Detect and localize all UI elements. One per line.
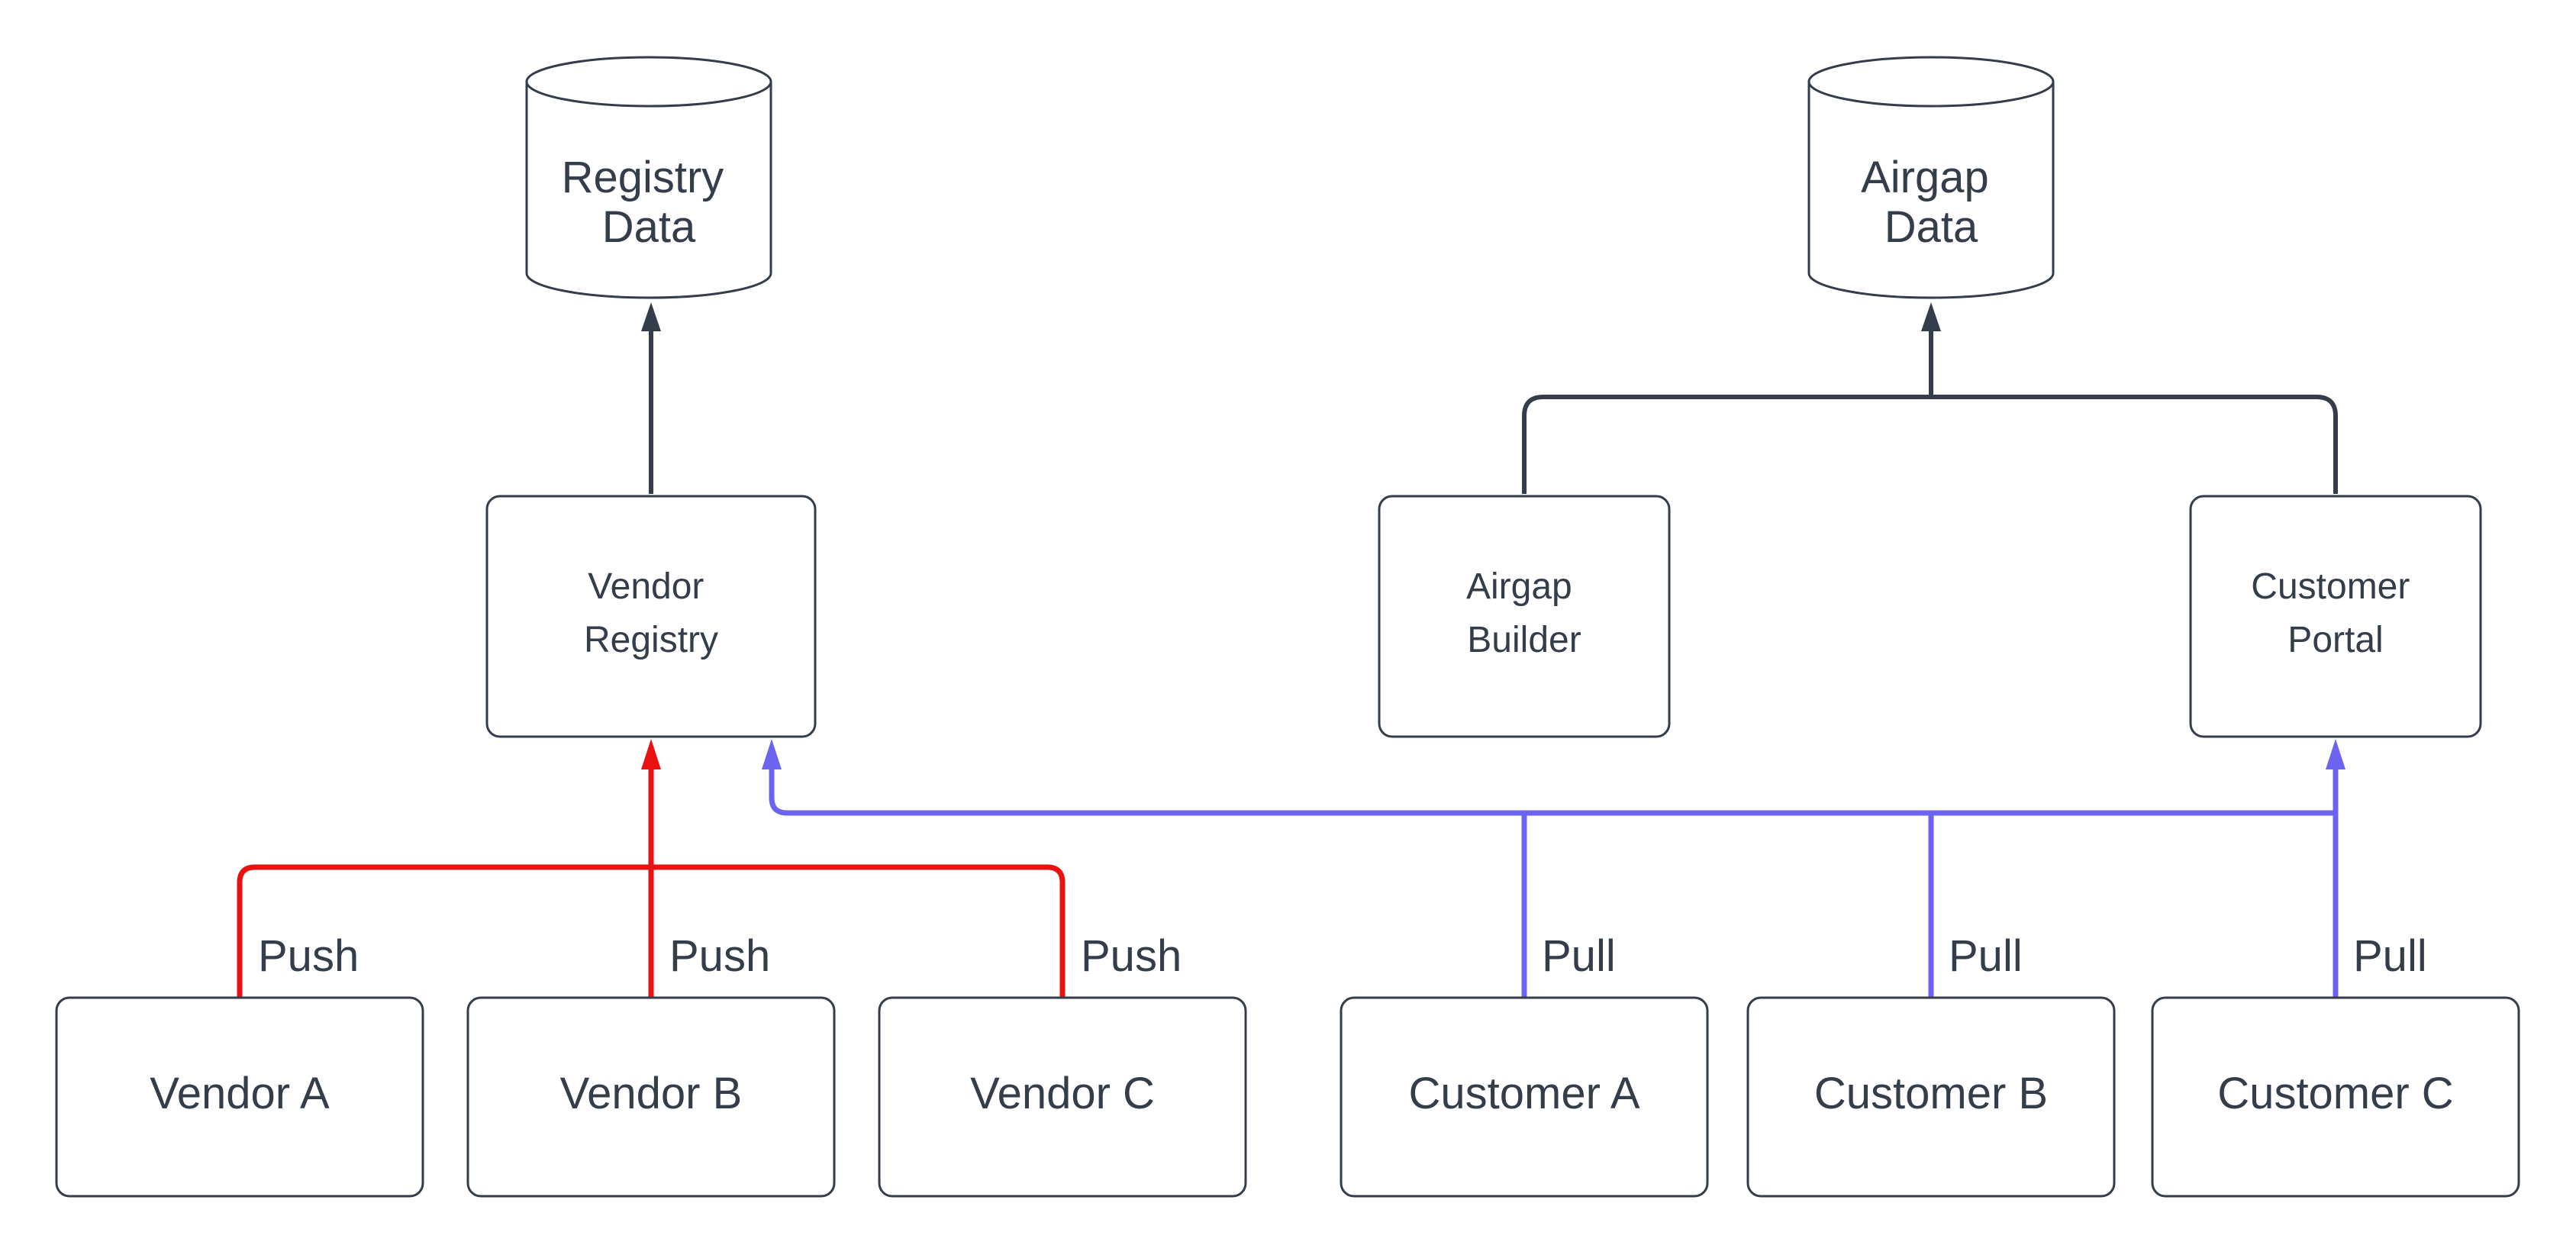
database-cylinder-icon (525, 80, 772, 299)
edge-customers-pull-bus (762, 739, 2345, 998)
edge-builders-to-airgap-data (1522, 302, 2338, 494)
arrowhead-up-icon (1921, 302, 1941, 331)
node-label: Customer Portal (2251, 566, 2420, 660)
node-label-line2: Data (1884, 202, 1978, 252)
database-cylinder-top-icon (525, 56, 772, 108)
node-label-line1: Vendor (588, 566, 704, 607)
node-label: Vendor Registry (584, 566, 718, 660)
edge-label-pull-customer-a: Pull (1542, 931, 1616, 981)
node-vendor-registry: Vendor Registry (485, 495, 817, 738)
edge-line (1522, 395, 1931, 494)
node-box (55, 996, 424, 1198)
node-label-line2: Data (602, 202, 696, 252)
edge-line (769, 768, 2336, 816)
node-vendor-a: Vendor A (55, 996, 424, 1198)
edge-vendor-registry-to-registry-data (641, 302, 661, 494)
node-label: Customer A (1409, 1069, 1640, 1118)
edge-label-push-vendor-a: Push (258, 931, 359, 981)
node-box (2189, 495, 2482, 738)
edge-line (1931, 395, 2338, 494)
node-label: Vendor B (560, 1069, 743, 1118)
node-label: Registry Data (562, 153, 737, 252)
node-label-line1: Airgap (1861, 153, 1989, 202)
node-label: Airgap Builder (1466, 566, 1582, 660)
node-label: Customer C (2217, 1069, 2453, 1118)
database-cylinder-icon (1807, 80, 2055, 299)
node-box (485, 495, 817, 738)
node-vendor-c: Vendor C (878, 996, 1247, 1198)
arrowhead-up-icon (762, 739, 782, 769)
edge-label-pull-customer-c: Pull (2353, 931, 2427, 981)
node-box (1378, 495, 1671, 738)
edge-label-push-vendor-c: Push (1081, 931, 1182, 981)
node-label: Airgap Data (1861, 153, 2001, 252)
node-registry-data: Registry Data (525, 56, 772, 299)
node-label-line2: Registry (584, 620, 718, 660)
node-box (2151, 996, 2520, 1198)
edge-label-push-vendor-b: Push (669, 931, 770, 981)
node-box (1746, 996, 2116, 1198)
node-label-line1: Registry (562, 153, 724, 202)
node-box (1340, 996, 1709, 1198)
node-label-line1: Customer (2251, 566, 2410, 607)
node-vendor-b: Vendor B (466, 996, 836, 1198)
node-box (878, 996, 1247, 1198)
node-customer-c: Customer C (2151, 996, 2520, 1198)
edge-vendors-push-bus (237, 739, 1066, 998)
node-label-line2: Builder (1467, 620, 1581, 660)
arrowhead-up-icon (2326, 739, 2345, 769)
node-label: Vendor C (970, 1069, 1155, 1118)
node-customer-portal: Customer Portal (2189, 495, 2482, 738)
node-label-line2: Portal (2287, 620, 2383, 660)
node-airgap-builder: Airgap Builder (1378, 495, 1671, 738)
node-label-line1: Airgap (1466, 566, 1572, 607)
node-customer-b: Customer B (1746, 996, 2116, 1198)
edge-label-pull-customer-b: Pull (1949, 931, 2023, 981)
node-airgap-data: Airgap Data (1807, 56, 2055, 299)
arrowhead-up-icon (641, 302, 661, 331)
node-label: Vendor A (150, 1069, 330, 1118)
arrowhead-up-icon (641, 739, 661, 769)
node-box (466, 996, 836, 1198)
database-cylinder-top-icon (1807, 56, 2055, 108)
node-label: Customer B (1814, 1069, 2048, 1118)
node-customer-a: Customer A (1340, 996, 1709, 1198)
